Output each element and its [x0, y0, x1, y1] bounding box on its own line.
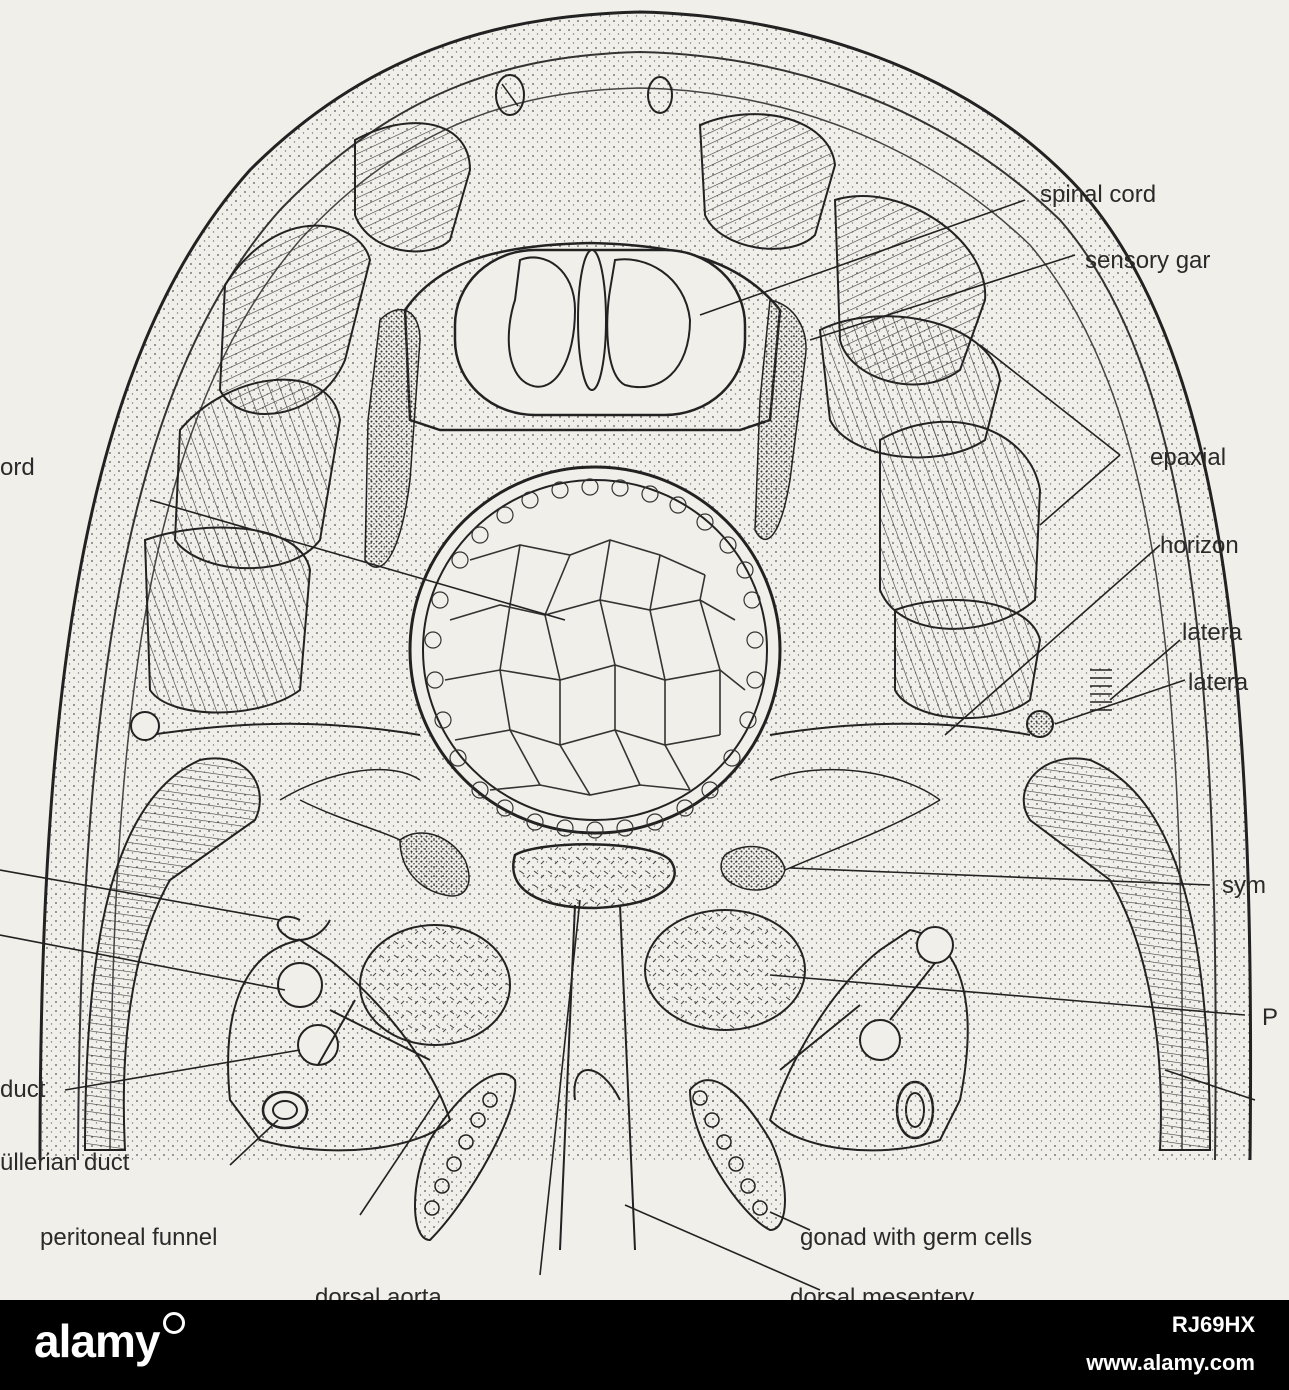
label-horizontal: horizon — [1160, 532, 1239, 559]
image-id: RJ69HX — [1171, 1312, 1255, 1337]
notochord-rim-cells — [424, 478, 764, 839]
horizontal-septum-left — [149, 722, 421, 736]
tubule-left-1 — [277, 962, 323, 1008]
right-epaxial-block-4 — [879, 420, 1042, 630]
lateral-line-nerve — [1026, 710, 1054, 738]
left-epaxial-block-4 — [143, 526, 312, 714]
label-dorsal-mesentery: dorsal mesentery — [790, 1284, 974, 1300]
brand-logo: alamy — [34, 1312, 186, 1368]
label-mullerian-duct: üllerian duct — [0, 1149, 130, 1176]
label-epaxial: epaxial — [1150, 444, 1226, 471]
label-gonad: gonad with germ cells — [800, 1224, 1032, 1251]
label-sympathetic: sym — [1222, 872, 1266, 899]
site-url: www.alamy.com — [1086, 1350, 1255, 1375]
sensory-ganglion-left — [364, 308, 421, 568]
dorsal-vessel-right — [647, 76, 673, 114]
horizontal-septum-right — [769, 722, 1031, 736]
label-sensory-ganglion: sensory gar — [1085, 247, 1210, 274]
gonad-right — [688, 1079, 786, 1232]
label-duct: duct — [0, 1076, 46, 1103]
lateral-vessel-left — [130, 711, 160, 741]
lateral-line-canal — [1090, 669, 1112, 711]
germ-cells-right — [692, 1090, 768, 1216]
tubule-right-1 — [916, 926, 954, 964]
registered-mark-icon — [163, 1312, 186, 1334]
postcardinal-right — [644, 909, 806, 1031]
dorsal-aorta — [512, 843, 676, 910]
tubule-right-2 — [859, 1019, 901, 1061]
notochord-cells — [444, 539, 746, 796]
watermark-footer: alamy RJ69HX www.alamy.com — [0, 1300, 1289, 1390]
spinal-cord-grey-left — [507, 256, 577, 388]
right-epaxial-block-5 — [894, 599, 1042, 720]
sympathetic-ganglion-left — [399, 832, 470, 897]
label-spinal-cord: spinal cord — [1040, 181, 1156, 208]
label-peritoneal-funnel: peritoneal funnel — [40, 1224, 217, 1251]
dorsal-vessel-left — [495, 74, 525, 116]
inner-skin-line — [77, 50, 1217, 1161]
notochord-inner-sheath — [422, 479, 768, 821]
sympathetic-ganglion-right — [720, 845, 786, 891]
label-dorsal-aorta: dorsal aorta — [315, 1284, 442, 1300]
cross-section-diagram: spinal cord sensory gar epaxial ord hori… — [0, 0, 1289, 1300]
sensory-ganglion-right — [754, 299, 807, 541]
tubule-left-2 — [297, 1024, 339, 1066]
gonad-left — [414, 1072, 517, 1242]
right-epaxial-block-1 — [698, 113, 837, 250]
label-notochord: ord — [0, 454, 35, 481]
central-canal — [577, 249, 607, 391]
label-lateral-2: latera — [1188, 669, 1249, 696]
germ-cells-left — [424, 1092, 498, 1216]
right-hypaxial-muscle — [1022, 757, 1212, 1151]
mullerian-duct-left — [261, 1090, 309, 1130]
dorsal-mesentery — [559, 904, 636, 1251]
label-postcardinal: P — [1262, 1004, 1278, 1031]
left-hypaxial-muscle — [83, 757, 261, 1151]
leader-lines — [0, 199, 1256, 1291]
label-lateral-1: latera — [1182, 619, 1243, 646]
spinal-cord-grey-right — [606, 258, 692, 389]
notochord-sheath — [408, 465, 782, 835]
left-epaxial-block-1 — [354, 122, 472, 253]
